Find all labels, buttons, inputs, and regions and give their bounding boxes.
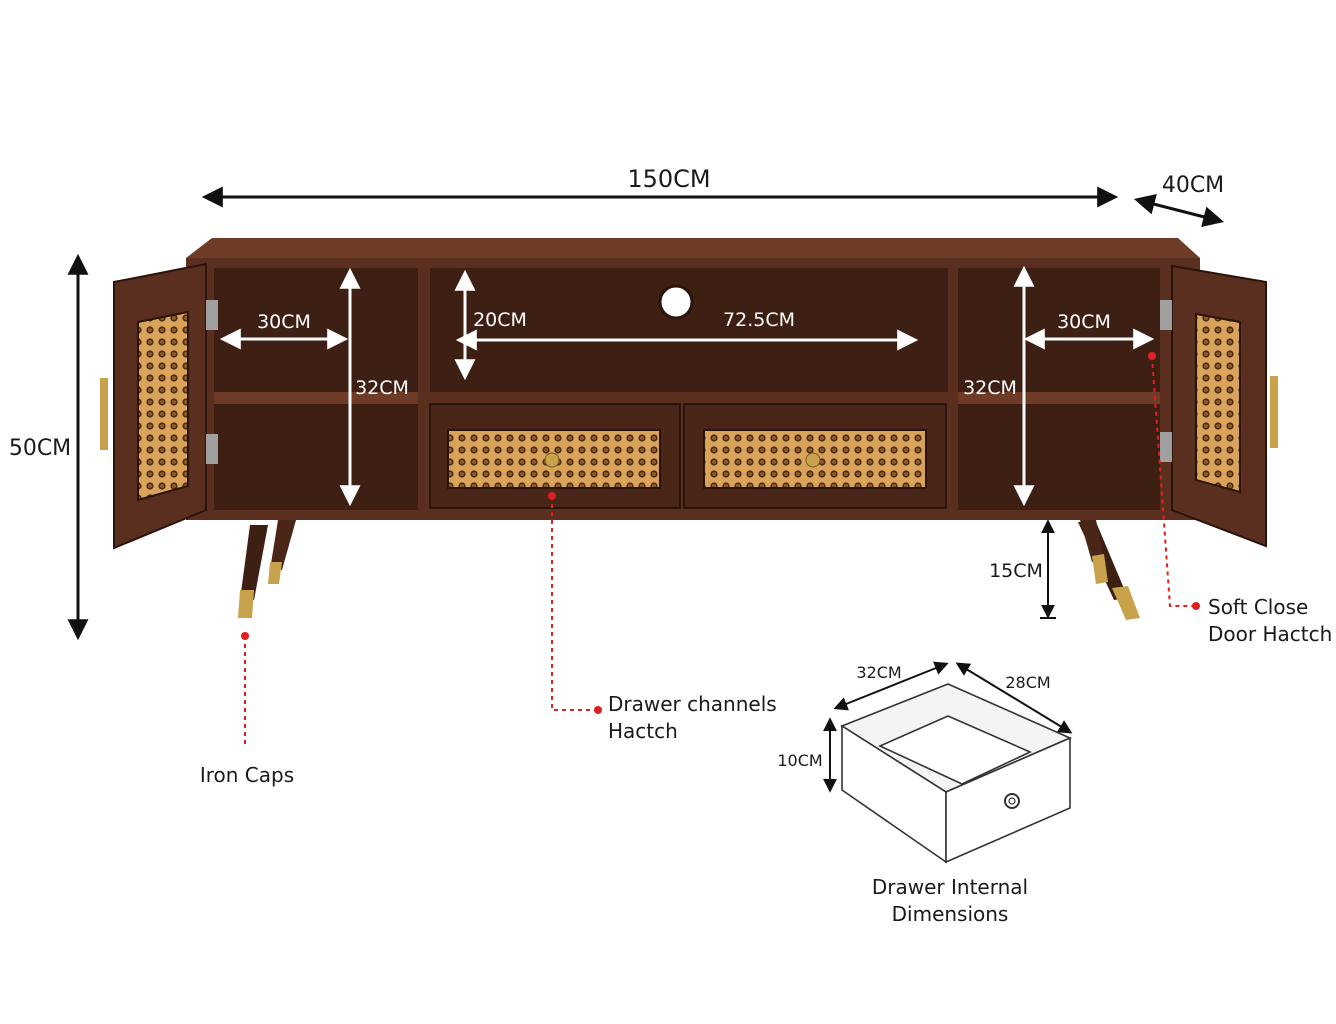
drawer-width-label: 32CM: [856, 663, 901, 682]
callout-line-drawer-channels: [551, 496, 598, 711]
legs: [238, 520, 1140, 620]
callout-dots: [241, 352, 1200, 714]
callout-dot-iron-caps: [241, 632, 249, 640]
callout-dot-soft-close: [1148, 352, 1156, 360]
label-leg-height: 15CM: [989, 560, 1043, 582]
door-right-rattan: [1195, 312, 1241, 494]
leg-left-back-cap: [268, 562, 282, 584]
drawer-internal-diagram: [840, 683, 1072, 864]
hinge-left-bottom: [206, 434, 218, 464]
drawer-box-floor: [878, 715, 1032, 785]
drawer-right[interactable]: [683, 403, 947, 509]
hinge-right-bottom: [1160, 432, 1172, 462]
callouts: [244, 355, 1196, 745]
label-center-height: 20CM: [473, 309, 527, 331]
callout-dot-soft-close-end: [1192, 602, 1200, 610]
callout-drawer-channels-1: Drawer channels: [608, 692, 777, 716]
label-overall-height: 50CM: [9, 436, 71, 461]
drawer-left[interactable]: [429, 403, 681, 509]
drawer-caption-2: Dimensions: [892, 902, 1009, 926]
right-shelf: [958, 392, 1160, 404]
hinge-right-top: [1160, 300, 1172, 330]
callout-labels: Iron Caps Drawer channels Hactch Soft Cl…: [200, 595, 1332, 787]
hinge-left-top: [206, 300, 218, 330]
callout-soft-close-1: Soft Close: [1208, 595, 1308, 619]
cabinet-top: [186, 238, 1200, 258]
callout-line-soft-close: [1151, 355, 1196, 607]
drawer-depth-arrow: [955, 662, 1073, 734]
drawer-height-label: 10CM: [777, 751, 822, 770]
drawer-right-knob[interactable]: [805, 452, 821, 468]
label-overall-width: 150CM: [627, 165, 710, 193]
leg-left-front: [240, 525, 268, 600]
leg-left-front-cap: [238, 590, 254, 618]
label-left-width: 30CM: [257, 311, 311, 333]
tv-stand: [100, 238, 1278, 620]
door-left-rattan: [137, 310, 189, 502]
label-left-height: 32CM: [355, 377, 409, 399]
left-shelf: [214, 392, 418, 404]
label-depth: 40CM: [1162, 173, 1224, 198]
callout-dot-drawer-end: [594, 706, 602, 714]
dimension-labels: 150CM 40CM 50CM 30CM 32CM 20CM 72.5CM 32…: [9, 165, 1224, 582]
drawer-caption-1: Drawer Internal: [872, 875, 1028, 899]
callout-iron-caps: Iron Caps: [200, 763, 294, 787]
drawer-depth-label: 28CM: [1005, 673, 1050, 692]
label-center-width: 72.5CM: [723, 309, 795, 331]
callout-soft-close-2: Door Hactch: [1208, 622, 1332, 646]
leg-right-back-cap: [1092, 554, 1108, 584]
cable-hole: [658, 284, 694, 320]
label-right-height: 32CM: [963, 377, 1017, 399]
drawer-diagram-arrows: [823, 661, 1073, 793]
door-left-handle[interactable]: [100, 378, 108, 450]
door-left[interactable]: [100, 262, 218, 550]
depth-arrow: [1133, 193, 1225, 228]
right-compartment: [958, 268, 1160, 510]
callout-dot-drawer: [548, 492, 556, 500]
callout-drawer-channels-2: Hactch: [608, 719, 678, 743]
drawer-diagram-labels: 32CM 28CM 10CM Drawer Internal Dimension…: [777, 663, 1050, 926]
drawer-width-arrow: [833, 661, 949, 711]
left-compartment: [214, 268, 418, 510]
drawer-left-rattan: [447, 429, 661, 489]
label-right-width: 30CM: [1057, 311, 1111, 333]
drawer-left-knob[interactable]: [544, 452, 560, 468]
door-right[interactable]: [1160, 264, 1278, 548]
door-right-handle[interactable]: [1270, 376, 1278, 448]
dimension-lines: [67, 186, 1225, 641]
leg-right-back: [1080, 520, 1104, 562]
leg-left-back: [270, 520, 296, 570]
leg-right-front-cap: [1112, 586, 1140, 620]
